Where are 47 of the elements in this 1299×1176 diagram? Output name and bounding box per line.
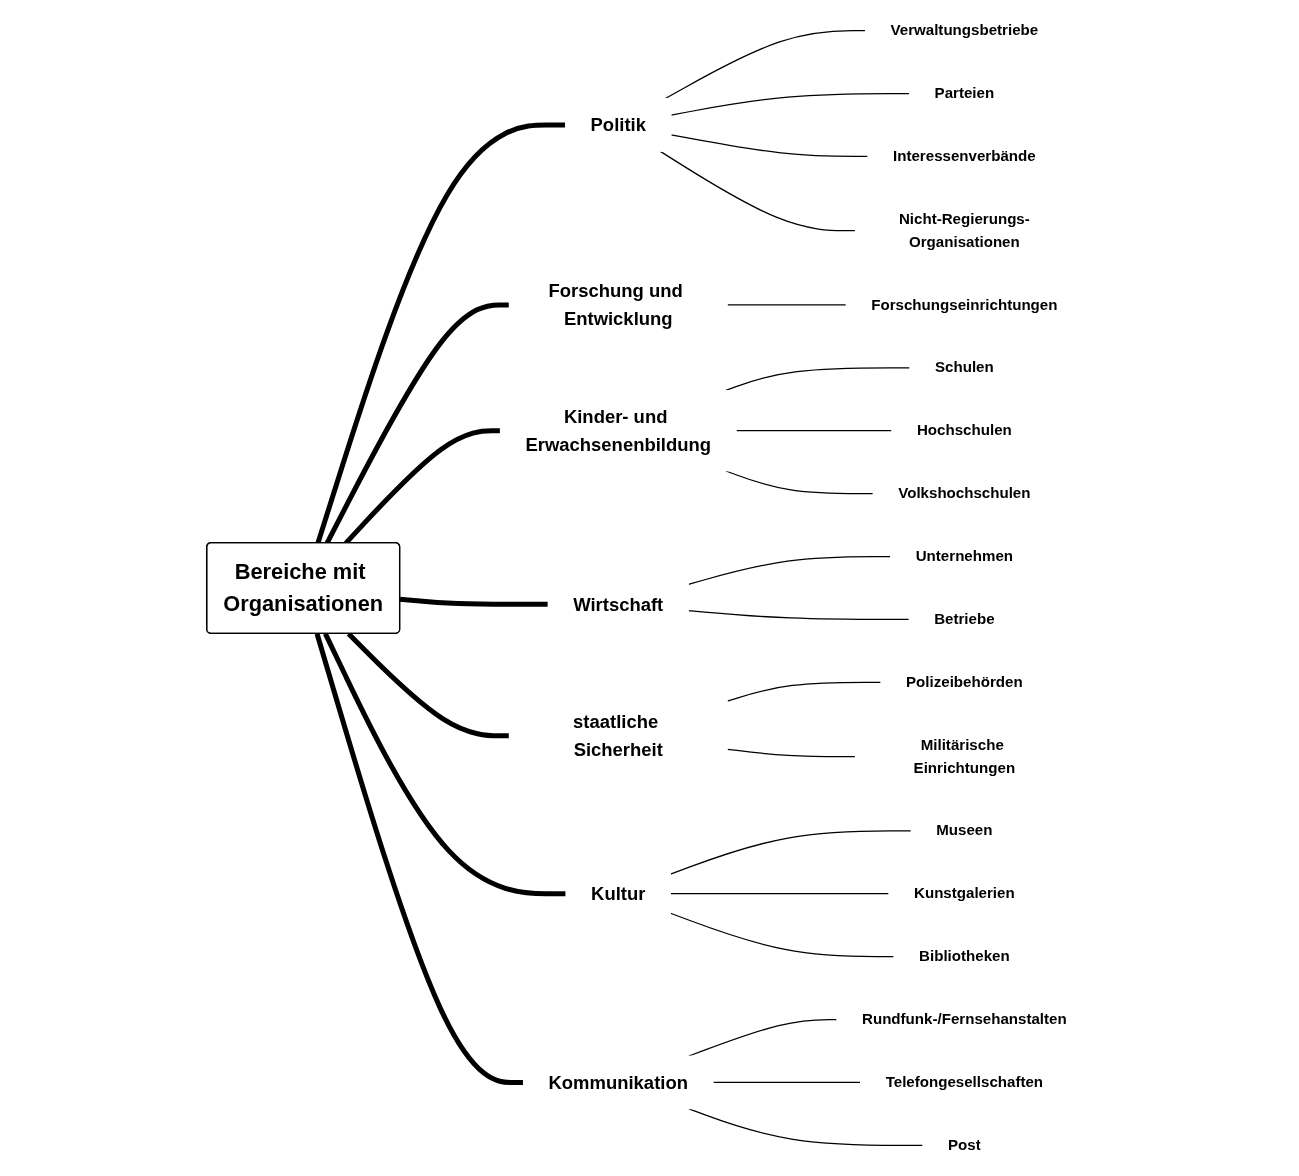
node-text: Betriebe (934, 610, 995, 628)
connector (670, 134, 869, 158)
connector (670, 830, 912, 875)
connector (315, 122, 566, 544)
node-text: Volkshochschulen (898, 484, 1031, 502)
node-text: Hochschulen (917, 421, 1012, 439)
connector (735, 430, 893, 432)
node-text: Parteien (934, 84, 995, 102)
node-text: Kommunikation (548, 1071, 689, 1093)
node-text: Forschung und Entwicklung (548, 280, 684, 330)
connector (688, 610, 910, 621)
node-text: Kinder- und Erwachsenenbildung (525, 406, 712, 456)
connector (670, 893, 890, 895)
connector (659, 150, 857, 232)
connector (725, 367, 911, 392)
node-text: Telefongesellschaften (885, 1073, 1044, 1091)
node-text: Schulen (935, 359, 994, 376)
connector (670, 92, 911, 116)
node-text: Kunstgalerien (914, 884, 1015, 902)
node-text: Verwaltungsbetriebe (890, 21, 1039, 39)
connector (712, 1081, 862, 1084)
connector (400, 596, 549, 607)
connector (314, 633, 524, 1085)
node-text: Kultur (591, 883, 646, 905)
connector (688, 1108, 924, 1146)
node-text: Polizeibehörden (906, 673, 1023, 691)
node-text: staatliche Sicherheit (573, 711, 664, 761)
connector (725, 470, 874, 495)
connector (664, 30, 867, 100)
connector (688, 1018, 838, 1057)
node-text: Politik (590, 114, 647, 136)
node-text: Forschungseinrichtungen (871, 296, 1058, 313)
connector (726, 304, 847, 306)
connector (726, 681, 882, 702)
node-text: Unternehmen (915, 547, 1014, 565)
connector (670, 912, 895, 958)
node-text: Wirtschaft (573, 593, 664, 615)
node-text: Bibliotheken (919, 947, 1010, 965)
node-text: Rundfunk-/Fernsehanstalten (862, 1010, 1067, 1028)
node-text: Militärische Einrichtungen (913, 736, 1016, 776)
node-text: Post (948, 1136, 981, 1154)
node-text: Interessenverbände (893, 147, 1036, 165)
connector (688, 555, 892, 586)
connector (323, 632, 567, 897)
connector (726, 748, 857, 758)
node-text: Nicht-Regierungs-Organisationen (899, 210, 1030, 250)
node-text: Museen (936, 822, 993, 839)
